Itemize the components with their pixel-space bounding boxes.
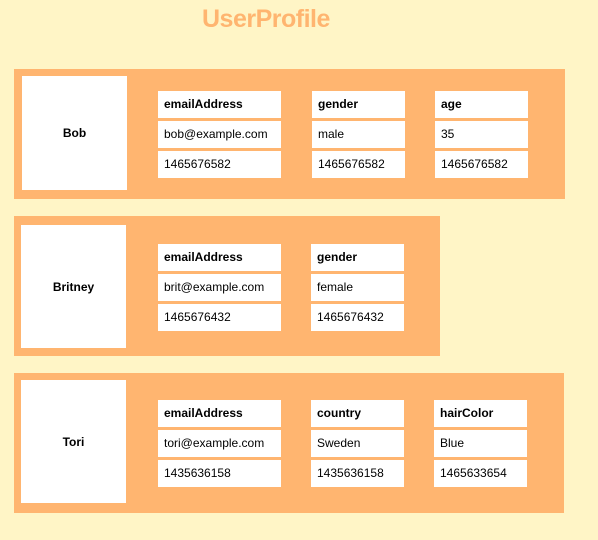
column-value: bob@example.com bbox=[158, 121, 281, 148]
row-tori: Tori emailAddress tori@example.com 14356… bbox=[14, 373, 564, 513]
column-timestamp: 1465633654 bbox=[434, 460, 527, 487]
column-value: Sweden bbox=[311, 430, 404, 457]
diagram-title: UserProfile bbox=[202, 5, 330, 33]
column-name: age bbox=[435, 91, 528, 118]
column-name: emailAddress bbox=[158, 400, 281, 427]
column-value: female bbox=[311, 274, 404, 301]
column-name: emailAddress bbox=[158, 244, 281, 271]
column-name: hairColor bbox=[434, 400, 527, 427]
column-name: emailAddress bbox=[158, 91, 281, 118]
row-bob: Bob emailAddress bob@example.com 1465676… bbox=[14, 69, 565, 199]
column-timestamp: 1465676582 bbox=[435, 151, 528, 178]
column-name: country bbox=[311, 400, 404, 427]
column-name: gender bbox=[312, 91, 405, 118]
column-timestamp: 1465676432 bbox=[158, 304, 281, 331]
column-value: Blue bbox=[434, 430, 527, 457]
column-timestamp: 1435636158 bbox=[158, 460, 281, 487]
column-name: gender bbox=[311, 244, 404, 271]
column-value: tori@example.com bbox=[158, 430, 281, 457]
column-value: brit@example.com bbox=[158, 274, 281, 301]
column-timestamp: 1465676582 bbox=[312, 151, 405, 178]
column-timestamp: 1465676582 bbox=[158, 151, 281, 178]
row-key: Britney bbox=[21, 225, 126, 348]
row-key: Tori bbox=[21, 380, 126, 503]
column-timestamp: 1465676432 bbox=[311, 304, 404, 331]
row-britney: Britney emailAddress brit@example.com 14… bbox=[14, 216, 440, 356]
column-value: 35 bbox=[435, 121, 528, 148]
column-timestamp: 1435636158 bbox=[311, 460, 404, 487]
row-key: Bob bbox=[22, 76, 127, 190]
column-value: male bbox=[312, 121, 405, 148]
